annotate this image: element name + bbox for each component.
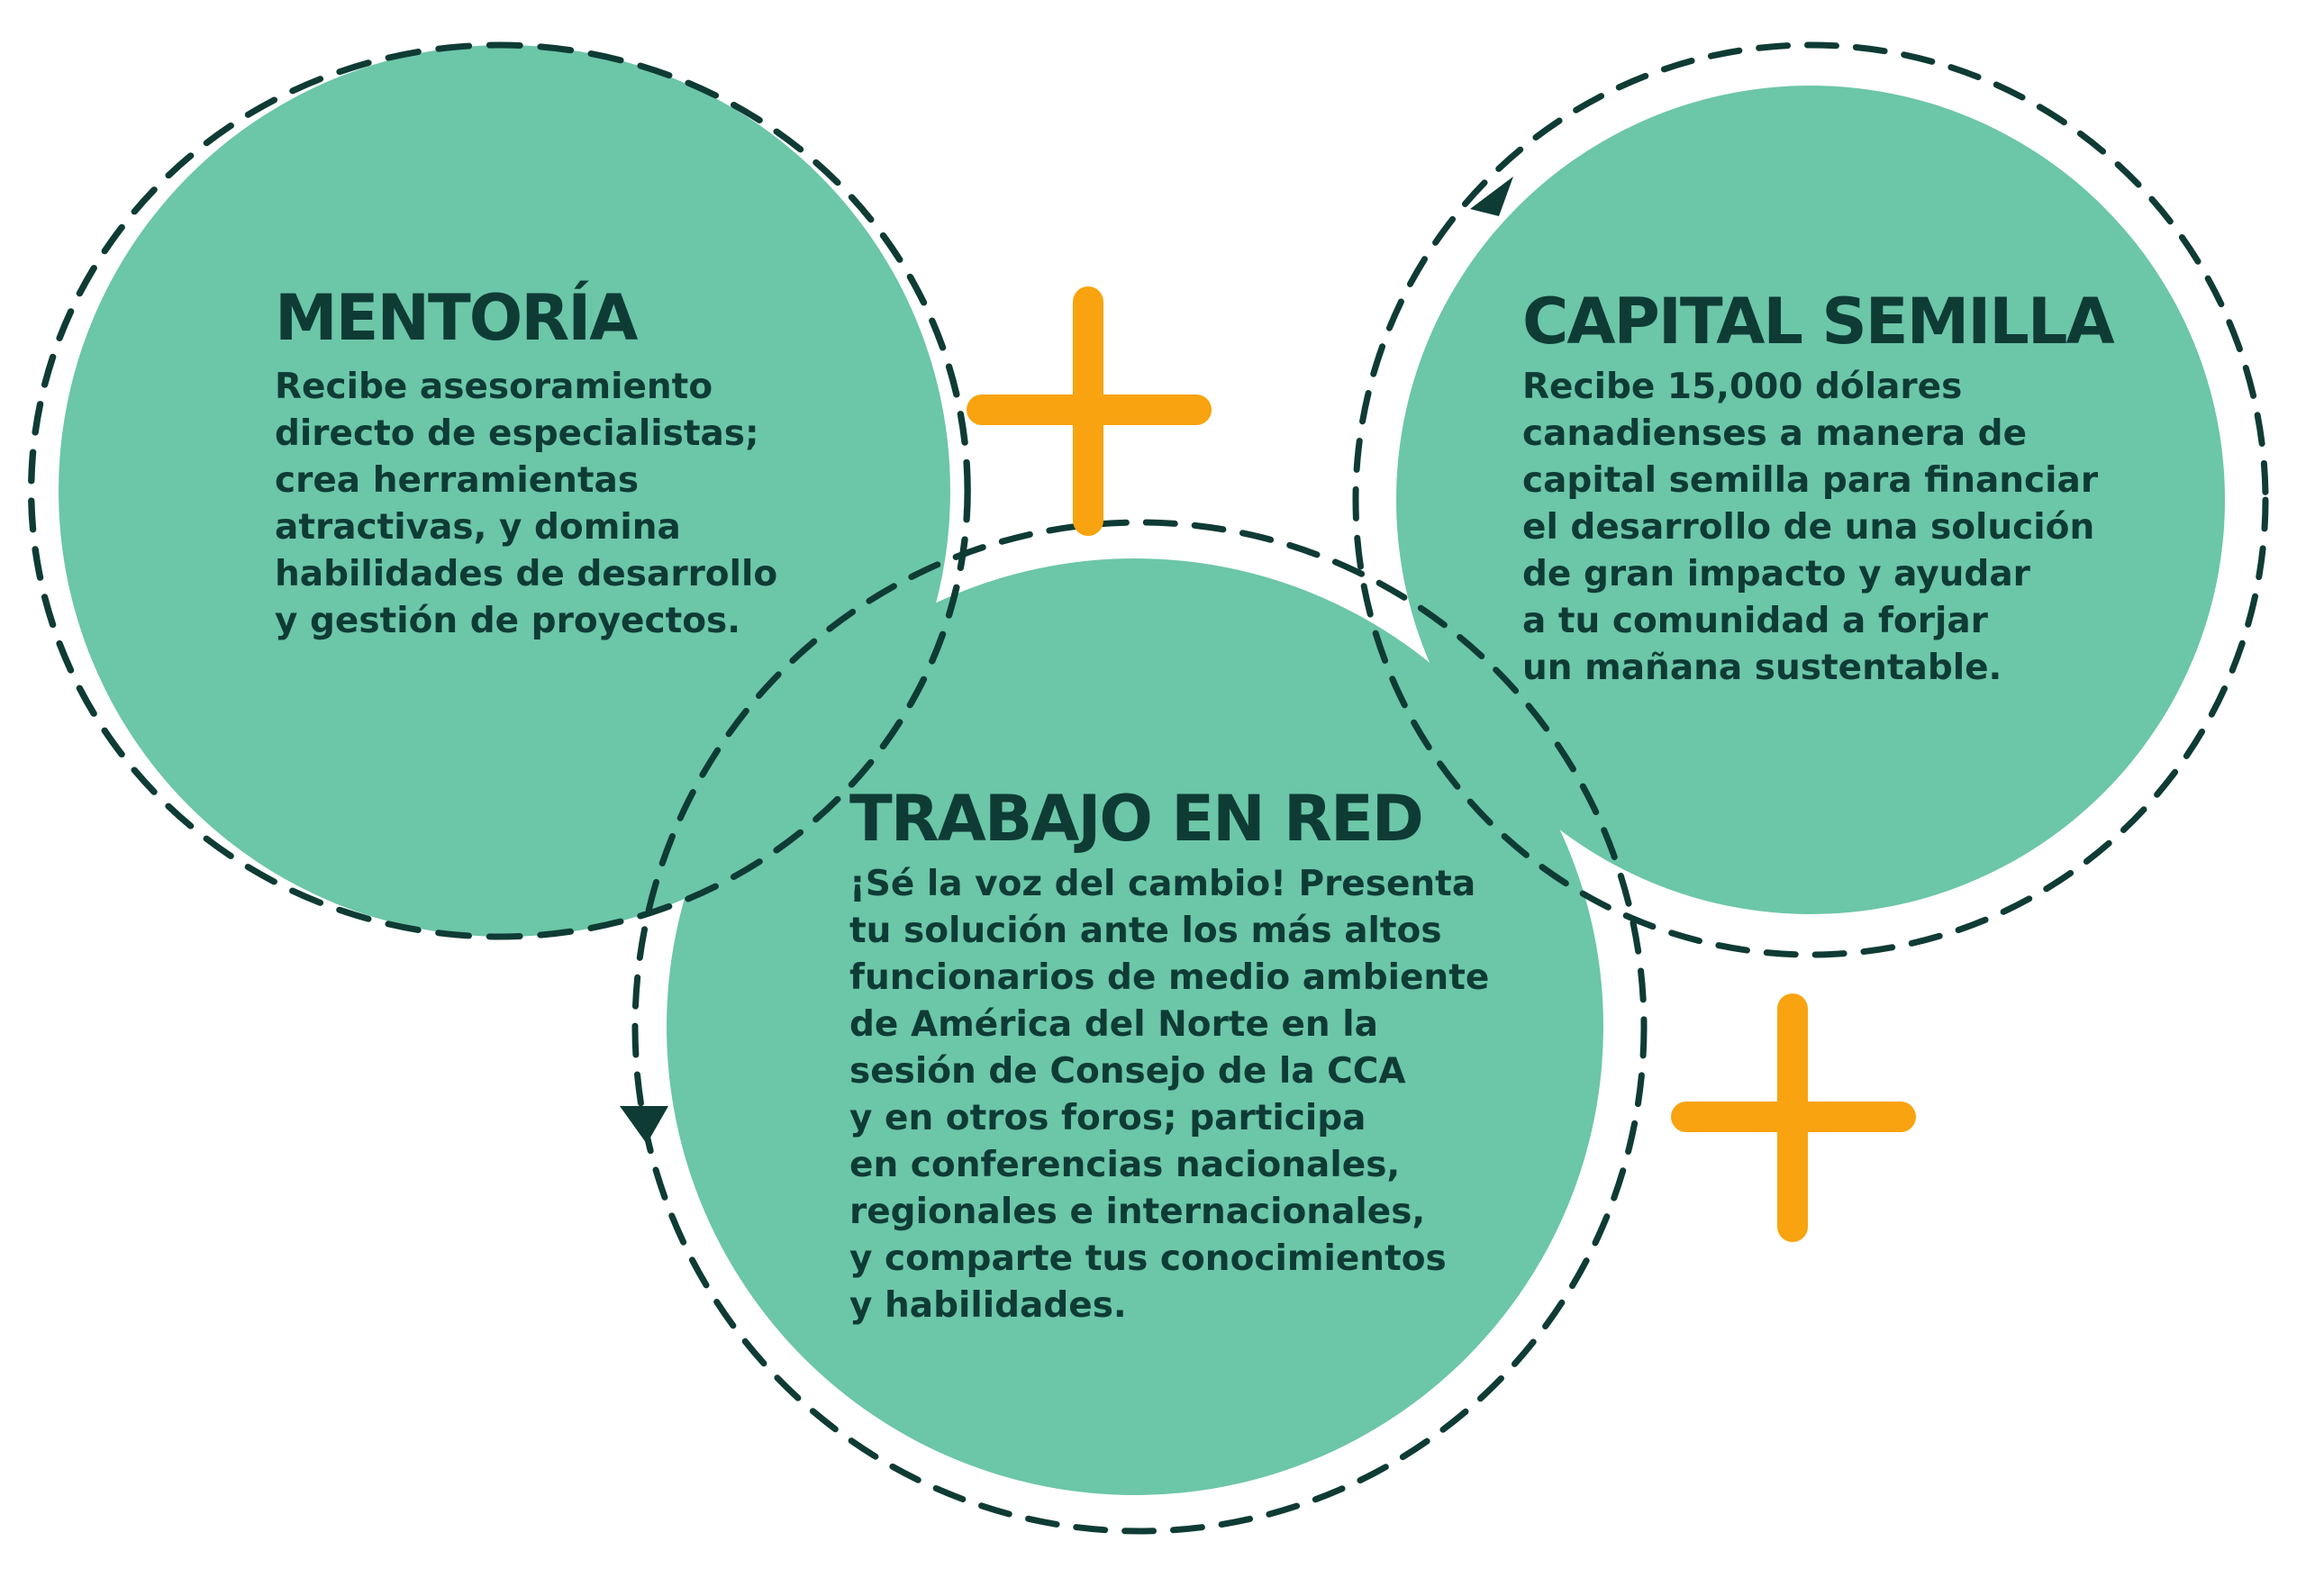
plus-icon <box>1671 993 1916 1242</box>
trabajo-en-red-title: TRABAJO EN RED <box>849 782 1424 856</box>
mentoria-description: Recibe asesoramiento directo de especial… <box>275 367 778 641</box>
mentoria-dashed-ring <box>27 41 971 940</box>
plus-icon <box>967 286 1212 536</box>
capital-circle <box>1396 86 2225 914</box>
mentoria-title: MENTORÍA <box>275 281 638 355</box>
mentoria-circle <box>59 45 950 937</box>
capital-semilla-title: CAPITAL SEMILLA <box>1522 285 2115 358</box>
capital-semilla-description: Recibe 15,000 dólares canadienses a mane… <box>1522 367 2099 688</box>
capital-dashed-ring <box>1352 41 2269 958</box>
trabajo-circle <box>667 558 1603 1495</box>
trabajo-en-red-description: ¡Sé la voz del cambio! Presenta tu soluc… <box>849 864 1490 1326</box>
trabajo-dashed-ring <box>631 519 1648 1535</box>
arrowhead-icon <box>620 1106 668 1144</box>
arrowhead-icon <box>1470 177 1513 216</box>
